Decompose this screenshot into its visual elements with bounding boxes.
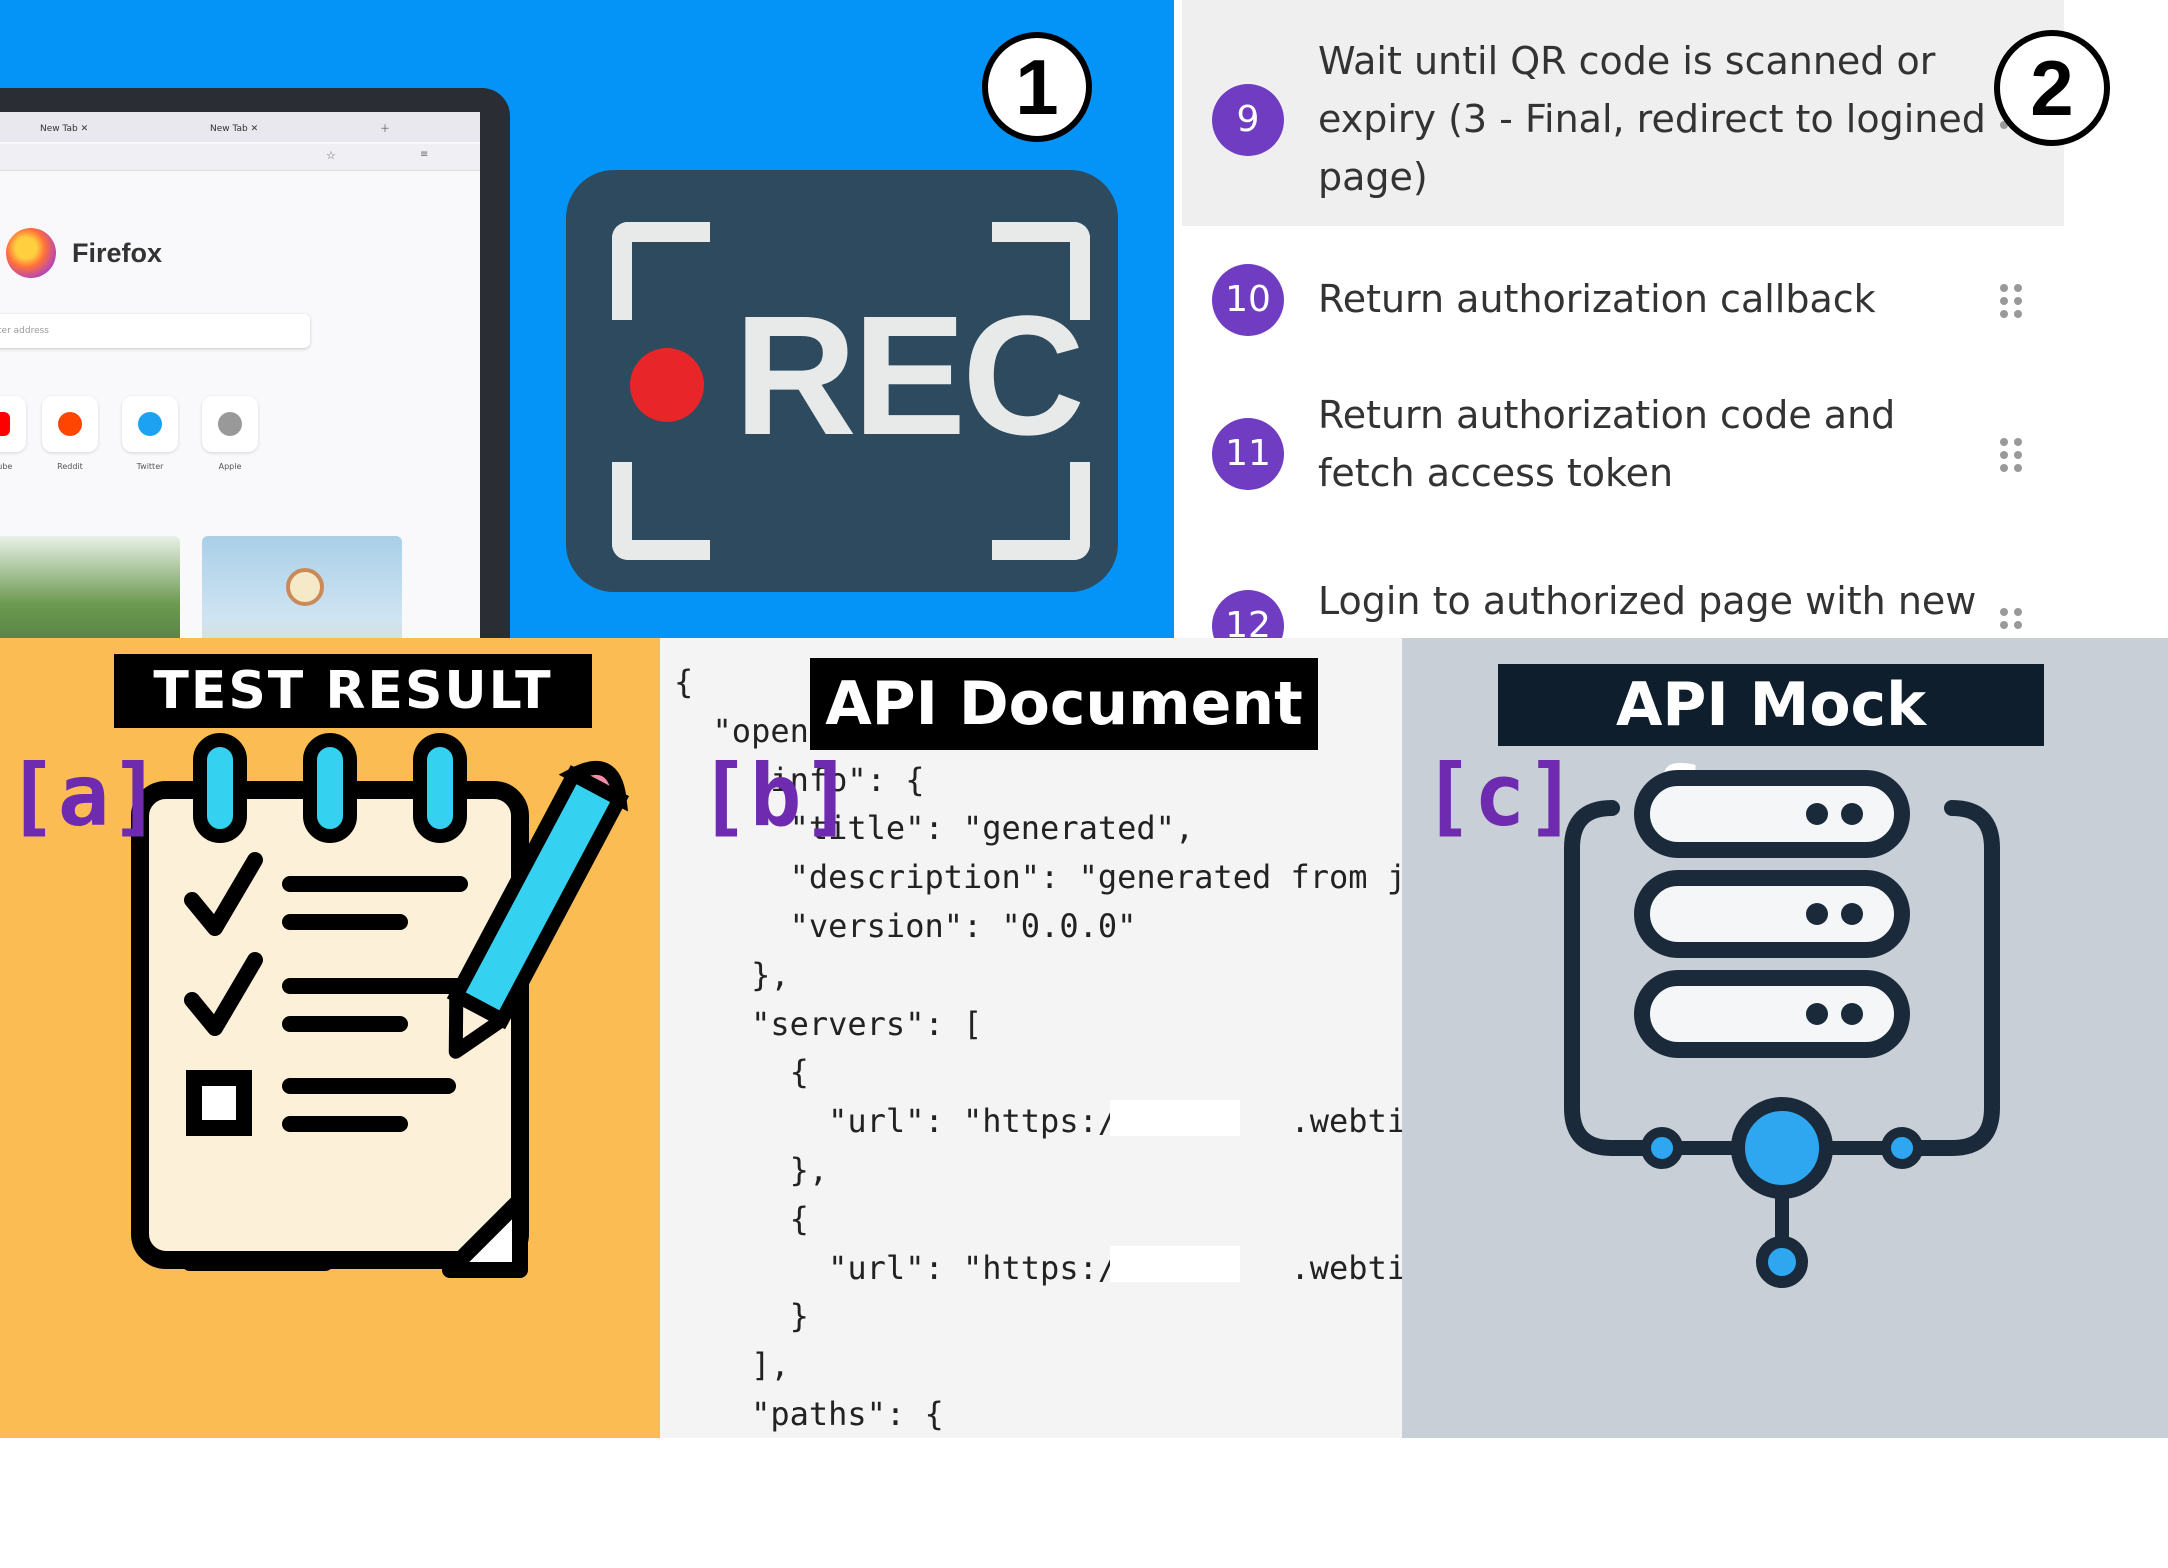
clock-icon: [286, 568, 324, 606]
step-badge: 12: [1212, 590, 1284, 638]
browser-tab[interactable]: New Tab ✕: [210, 124, 259, 134]
pencil-icon: [446, 760, 630, 1059]
api-mock-server-panel: API Mock Server [c]: [1402, 638, 2168, 1438]
url-bar[interactable]: ☆ ≡: [0, 144, 480, 171]
tab-label: New Tab: [210, 124, 248, 134]
frame-corner-icon: [612, 222, 710, 320]
checkbox-icon: [186, 1070, 252, 1136]
app-name: Firefox: [72, 238, 163, 268]
shortcut-apple[interactable]: [202, 396, 258, 452]
checkmark-icon: [184, 852, 263, 936]
twitter-icon: [138, 412, 162, 436]
drag-handle-icon[interactable]: [2000, 608, 2026, 638]
step-badge: 11: [1212, 418, 1284, 490]
frame-corner-icon: [612, 462, 710, 560]
drag-handle-icon[interactable]: [2000, 284, 2026, 318]
menu-icon[interactable]: ≡: [420, 149, 429, 160]
redaction-box: [1110, 1100, 1240, 1136]
tab-label: New Tab: [40, 124, 78, 134]
search-input[interactable]: ter address: [0, 314, 310, 348]
step-text-line: Wait until QR code is scanned or: [1318, 39, 1936, 83]
step-badge: 9: [1212, 84, 1284, 156]
ring-icon: [413, 733, 467, 843]
firefox-logo-icon: [6, 228, 56, 278]
browser-tab[interactable]: New Tab ✕: [40, 124, 89, 134]
step-text-line: page): [1318, 155, 1428, 199]
star-icon[interactable]: ☆: [326, 149, 336, 162]
api-document-panel: { "open "info": { "title": "generated", …: [660, 638, 1402, 1438]
ring-icon: [303, 733, 357, 843]
shortcut-label: Twitter: [136, 462, 164, 471]
shortcut-twitter[interactable]: [122, 396, 178, 452]
frame-corner-icon: [992, 222, 1090, 320]
step-text-line: fetch access token: [1318, 451, 1674, 495]
checkmark-icon: [184, 952, 263, 1036]
plants-thumbnail[interactable]: [0, 536, 180, 638]
list-item[interactable]: 12 Login to authorized page with new: [1182, 560, 2064, 638]
youtube-icon: [0, 412, 10, 436]
redaction-box: [1110, 1246, 1240, 1282]
clock-thumbnail[interactable]: [202, 536, 402, 638]
auth-steps-panel: 9 Wait until QR code is scanned or expir…: [1174, 0, 2168, 638]
json-code-block: { "open "info": { "title": "generated", …: [674, 663, 1402, 1433]
step-number-badge: 1: [982, 32, 1092, 142]
list-top-edge: [1182, 0, 2064, 12]
reddit-icon: [58, 412, 82, 436]
shortcut-label: ouTube: [0, 462, 13, 471]
browser-screen: New Tab ✕ New Tab ✕ ＋ ☆ ≡ Firefox ter ad…: [0, 112, 480, 638]
panel-tag: [c]: [1422, 746, 1578, 846]
step-text-line: expiry (3 - Final, redirect to logined: [1318, 97, 1986, 141]
record-dot-icon: [630, 348, 704, 422]
recorder-panel: New Tab ✕ New Tab ✕ ＋ ☆ ≡ Firefox ter ad…: [0, 0, 1174, 638]
shortcut-label: Apple: [218, 462, 242, 471]
mock-server-title: API Mock Server: [1498, 664, 2044, 822]
test-result-panel: TEST RESULT [a]: [0, 638, 660, 1438]
drag-handle-icon[interactable]: [2000, 438, 2026, 472]
frame-corner-icon: [992, 462, 1090, 560]
apple-icon: [218, 412, 242, 436]
step-number-badge: 2: [1994, 30, 2110, 146]
step-text-line: Login to authorized page with new: [1318, 579, 1977, 623]
list-item[interactable]: 11 Return authorization code and fetch a…: [1182, 384, 2064, 524]
step-text-line: Return authorization callback: [1318, 277, 1876, 321]
list-item[interactable]: 9 Wait until QR code is scanned or expir…: [1182, 12, 2064, 226]
tab-bar: New Tab ✕ New Tab ✕ ＋: [0, 112, 480, 142]
rec-label: REC: [734, 281, 1085, 471]
api-document-title: API Document: [810, 658, 1318, 750]
new-tab-icon[interactable]: ＋: [380, 124, 390, 135]
list-item[interactable]: 10 Return authorization callback: [1182, 250, 2064, 350]
shortcut-youtube[interactable]: [0, 396, 26, 452]
server-icon: [1564, 770, 2000, 1288]
checklist-illustration: [131, 733, 630, 1278]
panel-tag: [a]: [6, 746, 162, 846]
test-result-title: TEST RESULT: [114, 654, 592, 728]
shortcut-label: Reddit: [57, 462, 83, 471]
ring-icon: [193, 733, 247, 843]
page-curl-icon: [442, 1192, 528, 1278]
panel-tag: [b]: [698, 746, 854, 846]
shortcut-reddit[interactable]: [42, 396, 98, 452]
step-text-line: Return authorization code and: [1318, 393, 1896, 437]
step-badge: 10: [1212, 264, 1284, 336]
